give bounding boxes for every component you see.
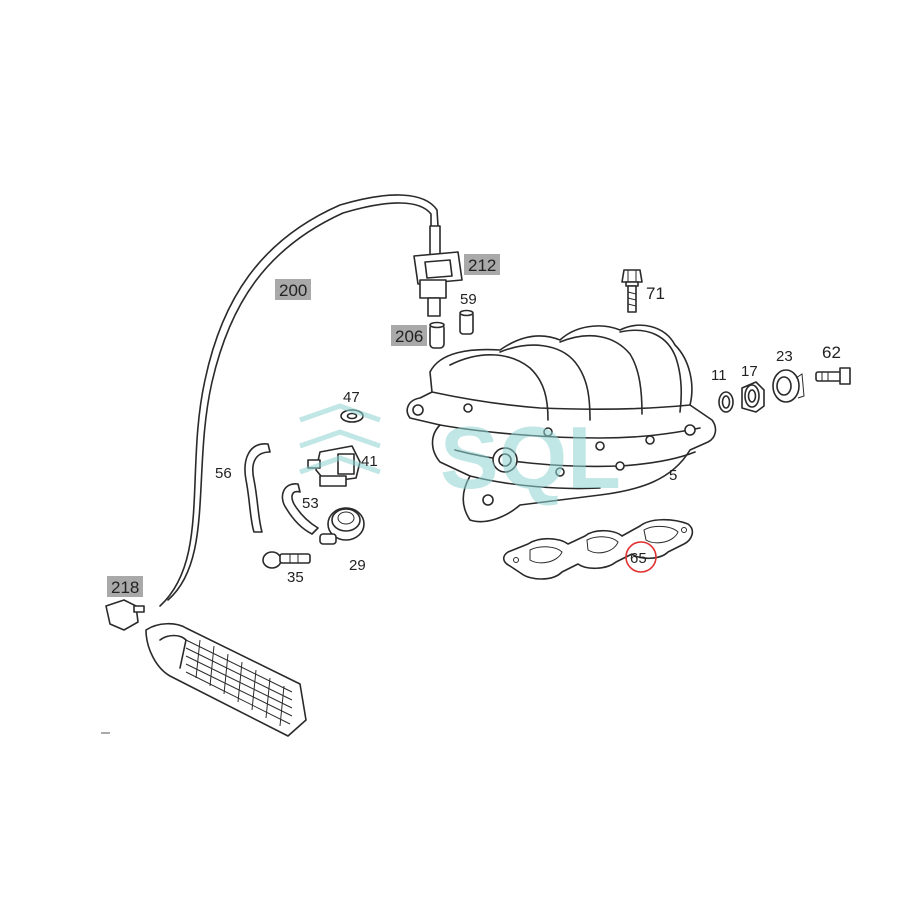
label-box: [275, 279, 311, 300]
label-65: 65: [630, 550, 647, 567]
label-59: 59: [460, 291, 477, 308]
gasket-65: [502, 518, 694, 580]
label-11: 11: [711, 367, 727, 384]
label-53: 53: [302, 495, 319, 512]
label-5: 5: [669, 467, 677, 484]
intake-manifold-5: [406, 324, 717, 523]
label-17: 17: [741, 363, 758, 380]
seal-11: [718, 391, 734, 413]
hose-56: [244, 443, 271, 533]
label-23: 23: [776, 348, 793, 365]
fitting-17: [741, 381, 765, 413]
label-box: [464, 254, 500, 275]
sleeve-206: [429, 321, 445, 349]
label-47: 47: [343, 389, 360, 406]
label-62: 62: [822, 343, 841, 362]
label-218: 218: [111, 578, 139, 597]
label-box: [391, 325, 427, 346]
label-212: 212: [468, 256, 496, 275]
label-206: 206: [395, 327, 423, 346]
bolt-35: [262, 551, 311, 569]
label-200: 200: [279, 281, 307, 300]
bolt-71: [621, 269, 643, 313]
sleeve-59: [459, 309, 474, 335]
label-218-group: 218: [107, 576, 143, 597]
label-65-group: 65: [625, 541, 657, 573]
highlight-circle: [625, 541, 657, 573]
fitting-23: [772, 369, 805, 403]
watermark: SQL: [299, 403, 621, 507]
label-212-group: 212: [464, 254, 500, 275]
connector-218: [105, 599, 145, 631]
label-29: 29: [349, 557, 366, 574]
label-200-group: 200: [275, 279, 311, 300]
valve-212: [413, 225, 463, 317]
hose-200: [159, 194, 439, 607]
bolt-62: [815, 367, 851, 385]
label-35: 35: [287, 569, 304, 586]
vacuum-unit-29: [319, 507, 365, 545]
hose-53: [281, 483, 319, 535]
label-56: 56: [215, 465, 232, 482]
label-41: 41: [361, 453, 378, 470]
label-box: [107, 576, 143, 597]
label-71: 71: [646, 284, 665, 303]
label-206-group: 206: [391, 325, 427, 346]
watermark-text: SQL: [440, 408, 621, 507]
air-duct: [145, 622, 307, 737]
